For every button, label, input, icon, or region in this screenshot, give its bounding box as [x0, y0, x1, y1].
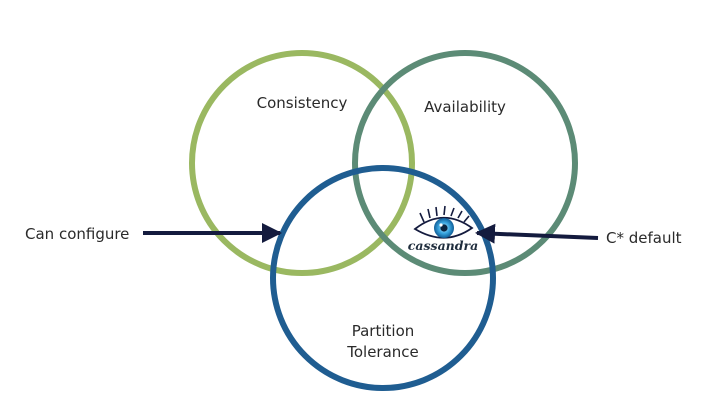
cassandra-eye-logo-icon [413, 205, 474, 239]
consistency-circle [189, 50, 415, 276]
availability-label: Availability [424, 98, 506, 116]
partition-label-line-1: Partition [352, 322, 415, 340]
partition-tolerance-circle [270, 165, 496, 391]
can-configure-label: Can configure [25, 225, 129, 243]
partition-label-line-2: Tolerance [346, 343, 419, 361]
availability-circle [352, 50, 578, 276]
cassandra-logo-text: cassandra [408, 238, 478, 253]
c-star-default-arrow [475, 223, 599, 244]
consistency-label: Consistency [257, 94, 348, 112]
c-star-default-label: C* default [606, 229, 682, 247]
